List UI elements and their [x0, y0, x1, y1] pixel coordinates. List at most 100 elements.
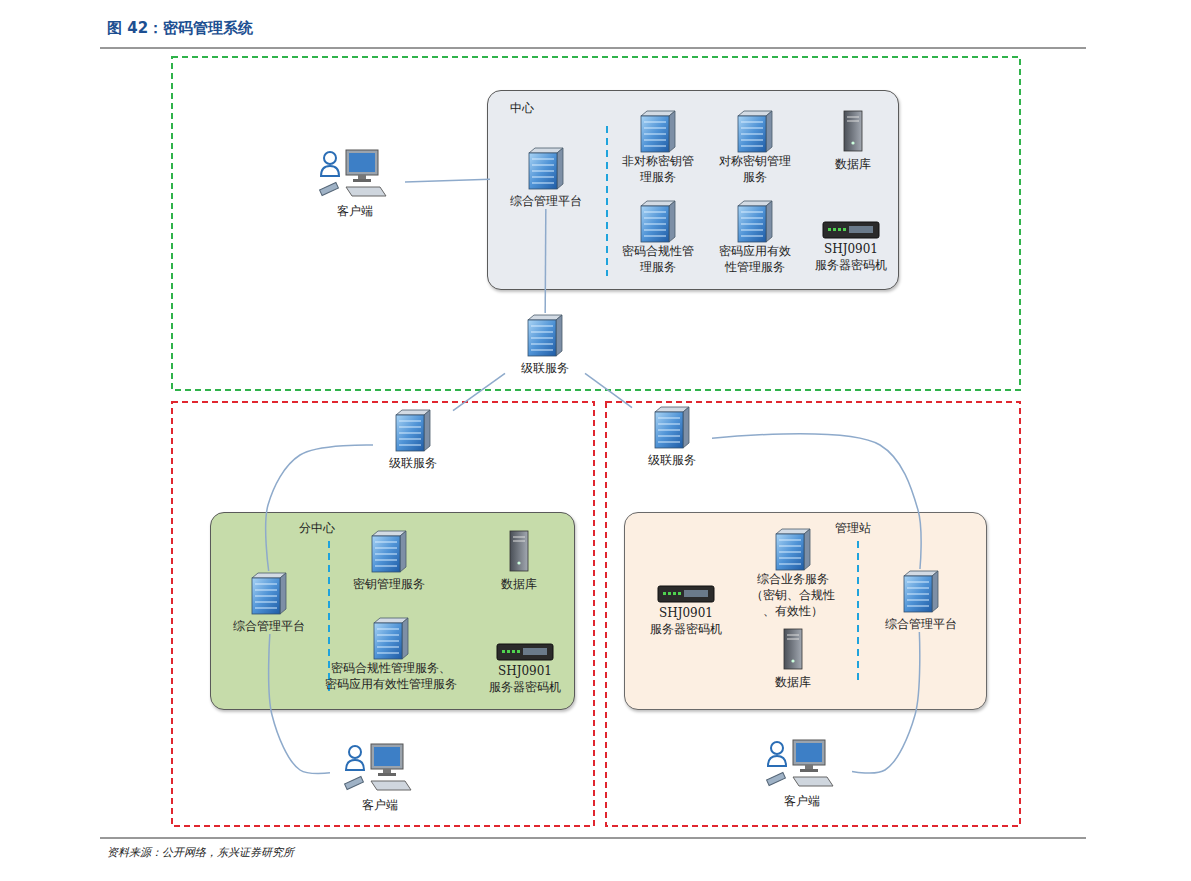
tower-node: 数据库 [484, 529, 554, 592]
tower-bay [787, 639, 799, 640]
device-led [517, 650, 520, 653]
client-node: 客户端 [330, 742, 430, 813]
server-slot [532, 159, 554, 160]
server-slot [644, 146, 666, 147]
server-slot [658, 430, 680, 431]
server-slot [532, 165, 554, 166]
user-head [771, 742, 783, 754]
server-slot [741, 122, 763, 123]
node-label: 数据库 [501, 576, 537, 592]
device-node: SHJ0901 服务器密码机 [637, 583, 735, 637]
server-slot [375, 554, 397, 555]
footer-rule [100, 838, 1086, 839]
server-icon [734, 199, 776, 243]
server-side [669, 111, 675, 152]
server-slot [377, 635, 399, 636]
node-label: SHJ0901 服务器密码机 [641, 605, 731, 637]
server-slot [741, 134, 763, 135]
server-slot [399, 445, 421, 446]
server-icon [637, 199, 679, 243]
server-slot [255, 596, 277, 597]
keyboard [346, 187, 386, 196]
server-front [904, 576, 932, 612]
node-label: 综合管理平台 [233, 618, 305, 634]
branch-region [172, 402, 594, 826]
server-front [372, 536, 400, 572]
node-label: 对称密钥管理服务 [716, 153, 794, 185]
client-icon [765, 738, 839, 790]
connector [852, 632, 920, 773]
server-side [804, 529, 810, 570]
node-label: SHJ0901 服务器密码机 [481, 663, 569, 695]
connector [585, 373, 632, 407]
server-slot [741, 128, 763, 129]
server-slot [658, 436, 680, 437]
monitor [793, 740, 825, 765]
device-led [843, 228, 846, 231]
server-side [556, 315, 562, 356]
server-slot [377, 641, 399, 642]
server-slot [532, 171, 554, 172]
separator-stroke [328, 541, 330, 691]
monitor-screen [796, 743, 822, 762]
node-label: 级联服务 [521, 360, 569, 376]
title-rule [100, 48, 1086, 49]
server-slot [907, 606, 929, 607]
device-led [673, 592, 676, 595]
user-body [346, 760, 364, 770]
monitor [346, 150, 378, 175]
server-slot [375, 566, 397, 567]
device-node: SHJ0901 服务器密码机 [477, 641, 573, 695]
server-slot [644, 140, 666, 141]
server-slot [644, 122, 666, 123]
group-heading-holder: 管理站 [835, 517, 871, 536]
server-slot [399, 427, 421, 428]
server-front [655, 412, 683, 448]
figure-title: 图 42：密码管理系统 [107, 19, 253, 38]
connector [453, 373, 505, 410]
monitor-base [353, 179, 371, 182]
server-slot [255, 608, 277, 609]
server-slot [532, 183, 554, 184]
tower-node: 数据库 [818, 109, 888, 172]
device-led [828, 228, 831, 231]
node-label: 数据库 [835, 156, 871, 172]
server-slot [907, 594, 929, 595]
device-led [663, 592, 666, 595]
server-icon [524, 313, 566, 357]
monitor-stand [358, 175, 366, 179]
tower-button [851, 141, 854, 144]
server-slot [779, 564, 801, 565]
group-box: 中心综合管理平台非对称密钥管理服务对称密钥管理服务数据库密码合规性管理服务密码应… [487, 90, 899, 290]
monitor-base [378, 773, 396, 776]
node-label: 综合业务服务 （密钥、合规性 、有效性） [750, 571, 836, 619]
server-slot [741, 224, 763, 225]
group-box: 分中心综合管理平台密钥管理服务数据库密码合规性管理服务、 密码应用有效性管理服务… [210, 512, 575, 710]
group-heading-holder: 中心 [510, 97, 534, 116]
server-front [641, 116, 669, 152]
separator-line [855, 541, 861, 683]
server-slot [644, 230, 666, 231]
server-slot [644, 224, 666, 225]
keyboard [371, 781, 411, 790]
server-slot [658, 424, 680, 425]
server-slot [658, 442, 680, 443]
device-led [678, 592, 681, 595]
device-led [502, 650, 505, 653]
server-slot [399, 439, 421, 440]
node-label: 综合管理平台 [510, 193, 582, 209]
server-slot [531, 344, 553, 345]
server-node: 密钥管理服务 [336, 529, 441, 592]
title-holder: 图 42：密码管理系统 [107, 19, 253, 38]
server-node: 综合管理平台 [213, 571, 325, 634]
server-icon [772, 527, 814, 571]
device-panel [684, 590, 708, 597]
server-node: 级联服务 [505, 313, 585, 376]
device-icon [495, 641, 555, 663]
device-led [668, 592, 671, 595]
group-heading: 分中心 [299, 520, 335, 536]
server-front [528, 320, 556, 356]
connector [544, 209, 546, 313]
server-front [396, 415, 424, 451]
